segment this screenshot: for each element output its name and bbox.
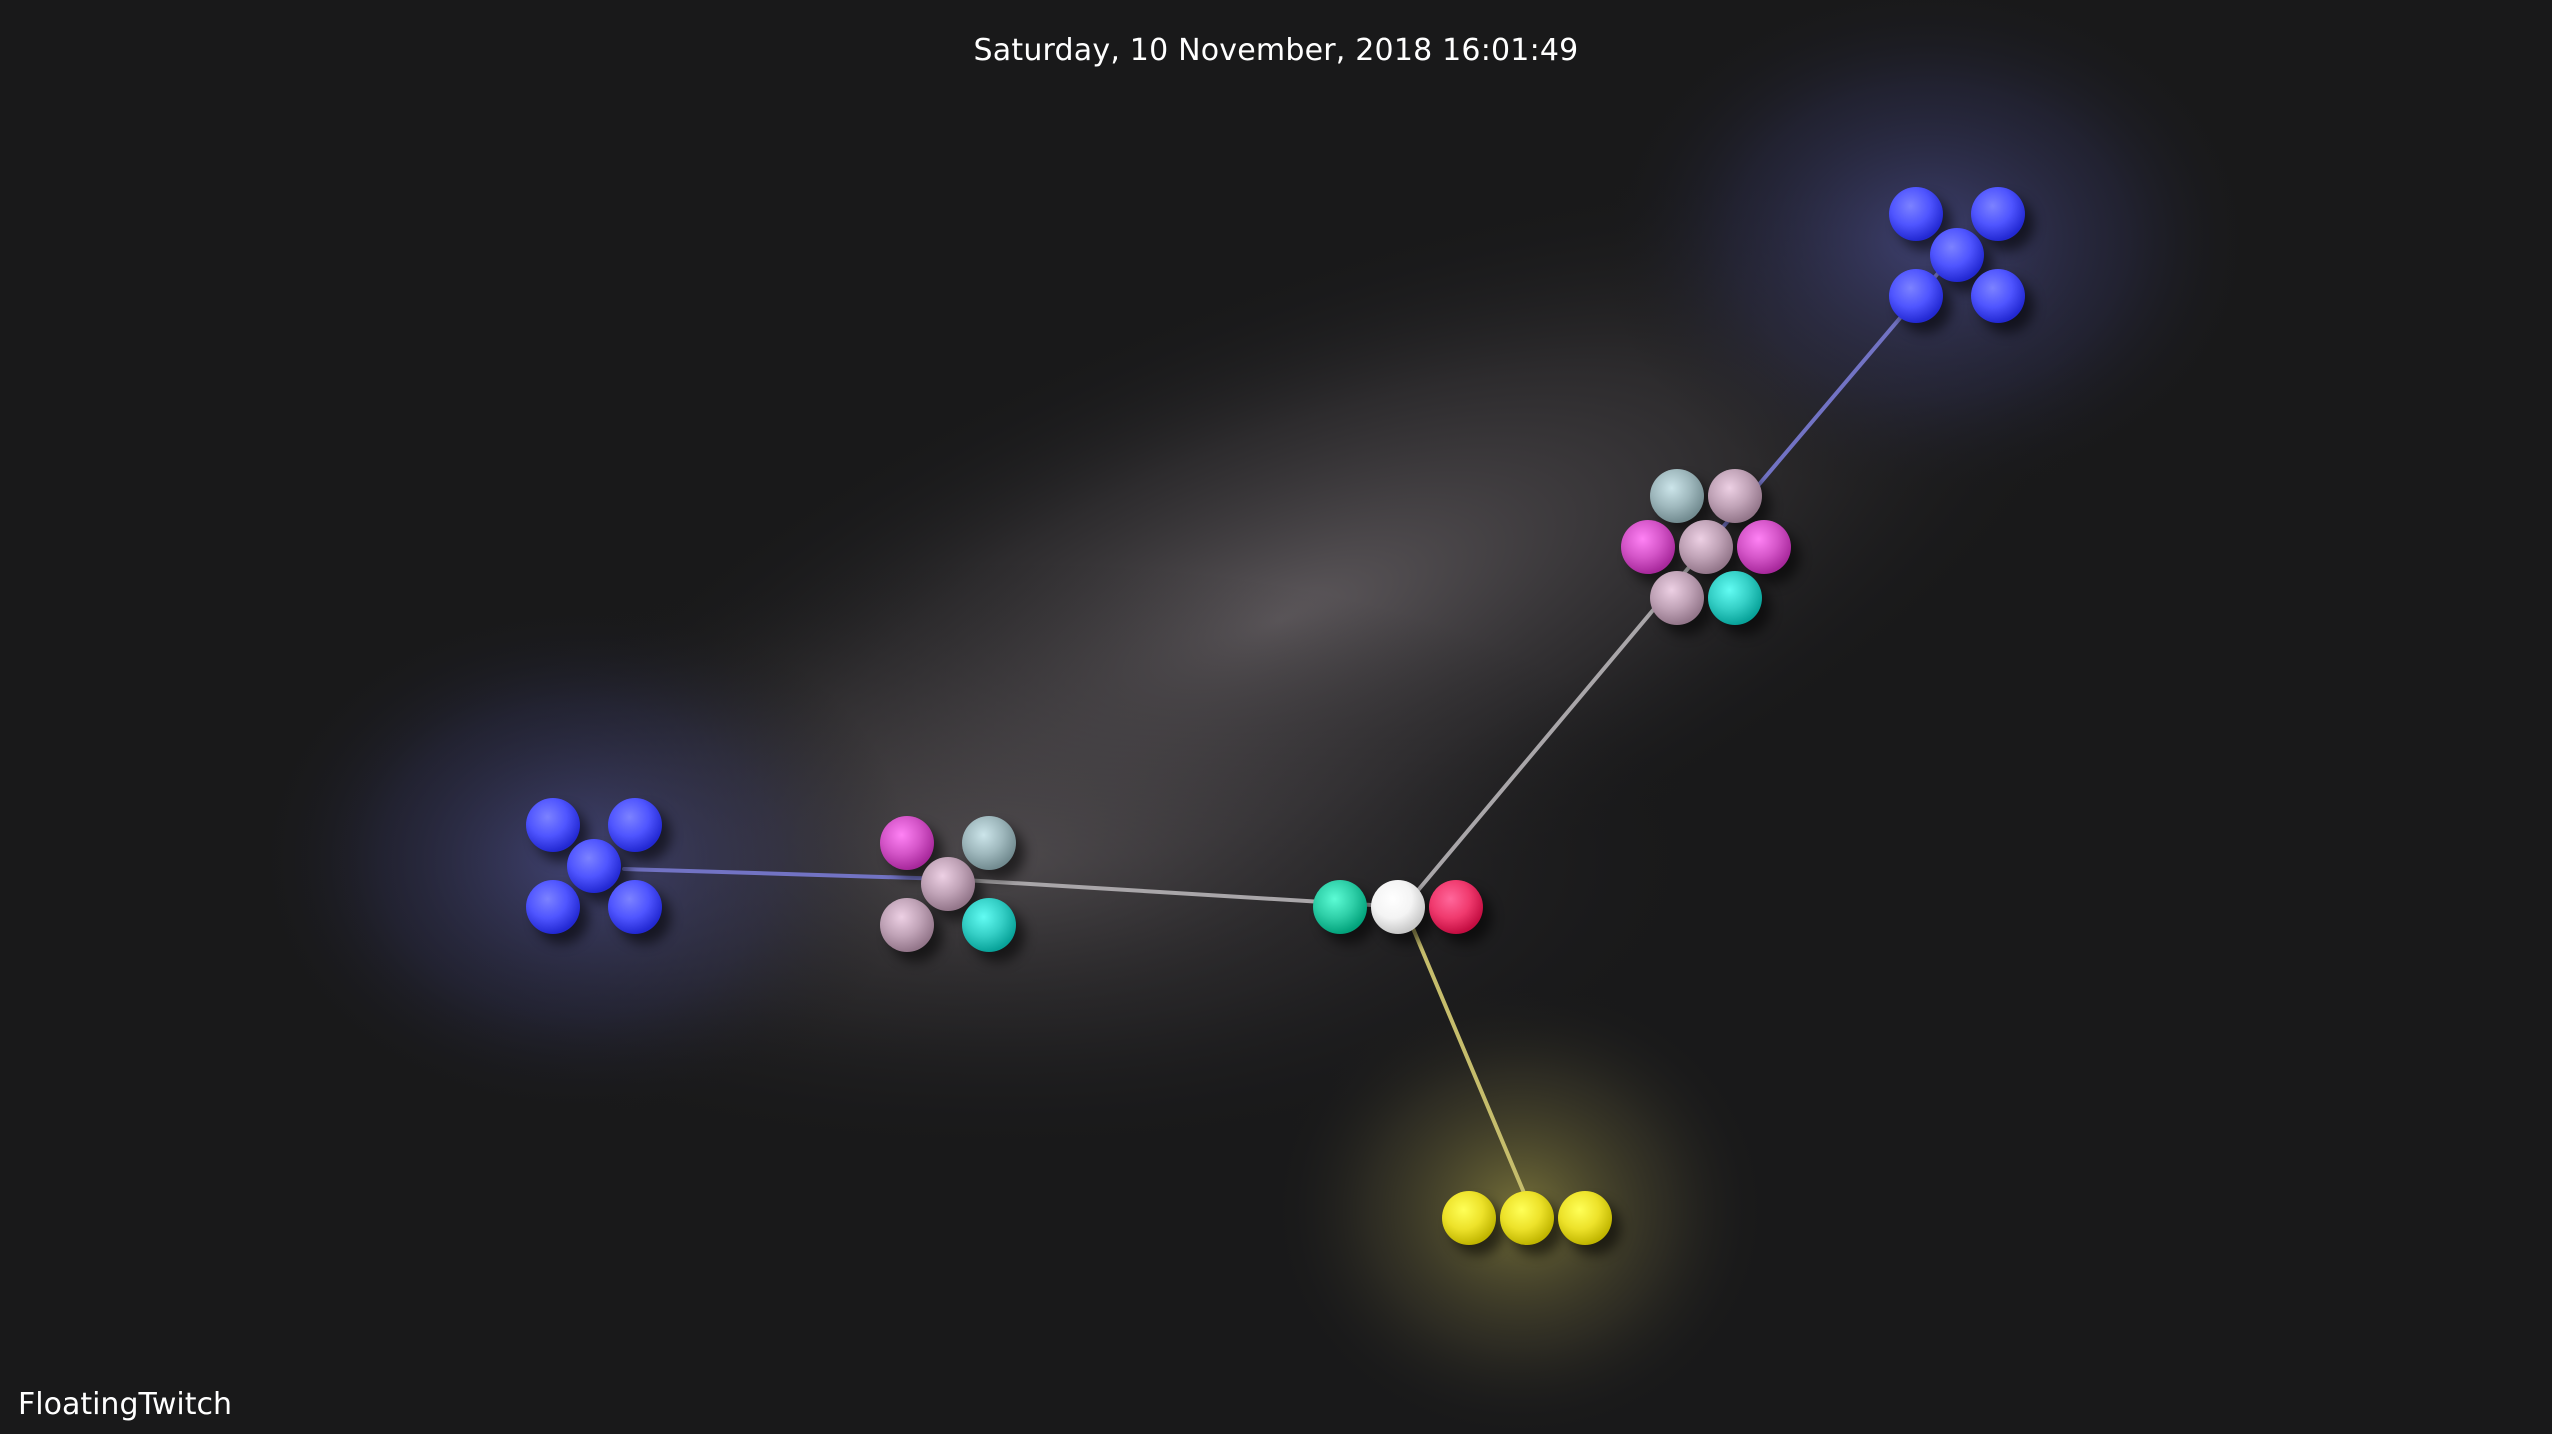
ball-blue[interactable] <box>526 798 580 852</box>
ball-grey-teal[interactable] <box>1650 469 1704 523</box>
ball-magenta[interactable] <box>880 816 934 870</box>
edge-left-mixed-to-left-blue <box>622 867 950 881</box>
ball-mauve[interactable] <box>1708 469 1762 523</box>
glow-layer <box>250 0 2260 1434</box>
ball-blue[interactable] <box>1930 228 1984 282</box>
ball-mauve[interactable] <box>1679 520 1733 574</box>
left-mixed-cluster[interactable] <box>880 816 1025 962</box>
ball-white[interactable] <box>1371 880 1425 934</box>
ball-magenta[interactable] <box>1737 520 1791 574</box>
ball-blue[interactable] <box>608 798 662 852</box>
timestamp: Saturday, 10 November, 2018 16:01:49 <box>973 33 1579 68</box>
bottom-yellow-cluster[interactable] <box>1442 1191 1621 1255</box>
center-cluster[interactable] <box>1313 880 1492 944</box>
ball-magenta[interactable] <box>1621 520 1675 574</box>
ball-blue[interactable] <box>1971 269 2025 323</box>
ball-blue[interactable] <box>1971 187 2025 241</box>
edge-center-to-bottom-yellow <box>1402 905 1529 1202</box>
left-blue-cluster[interactable] <box>526 798 671 944</box>
ball-blue[interactable] <box>567 839 621 893</box>
ball-yellow[interactable] <box>1442 1191 1496 1245</box>
ball-mauve[interactable] <box>880 898 934 952</box>
ball-yellow[interactable] <box>1558 1191 1612 1245</box>
ball-teal[interactable] <box>1708 571 1762 625</box>
top-right-blue-cluster[interactable] <box>1889 187 2034 333</box>
ball-blue[interactable] <box>608 880 662 934</box>
ball-red[interactable] <box>1429 880 1483 934</box>
upper-mixed-cluster[interactable] <box>1621 469 1800 635</box>
ball-teal[interactable] <box>962 898 1016 952</box>
node-layer <box>526 187 2034 1255</box>
ball-grey-teal[interactable] <box>962 816 1016 870</box>
ball-blue[interactable] <box>1889 269 1943 323</box>
ball-blue[interactable] <box>526 880 580 934</box>
ball-yellow[interactable] <box>1500 1191 1554 1245</box>
ball-blue[interactable] <box>1889 187 1943 241</box>
app-name-label: FloatingTwitch <box>18 1387 232 1422</box>
ball-mauve[interactable] <box>1650 571 1704 625</box>
ball-mauve[interactable] <box>921 857 975 911</box>
ball-green-teal[interactable] <box>1313 880 1367 934</box>
